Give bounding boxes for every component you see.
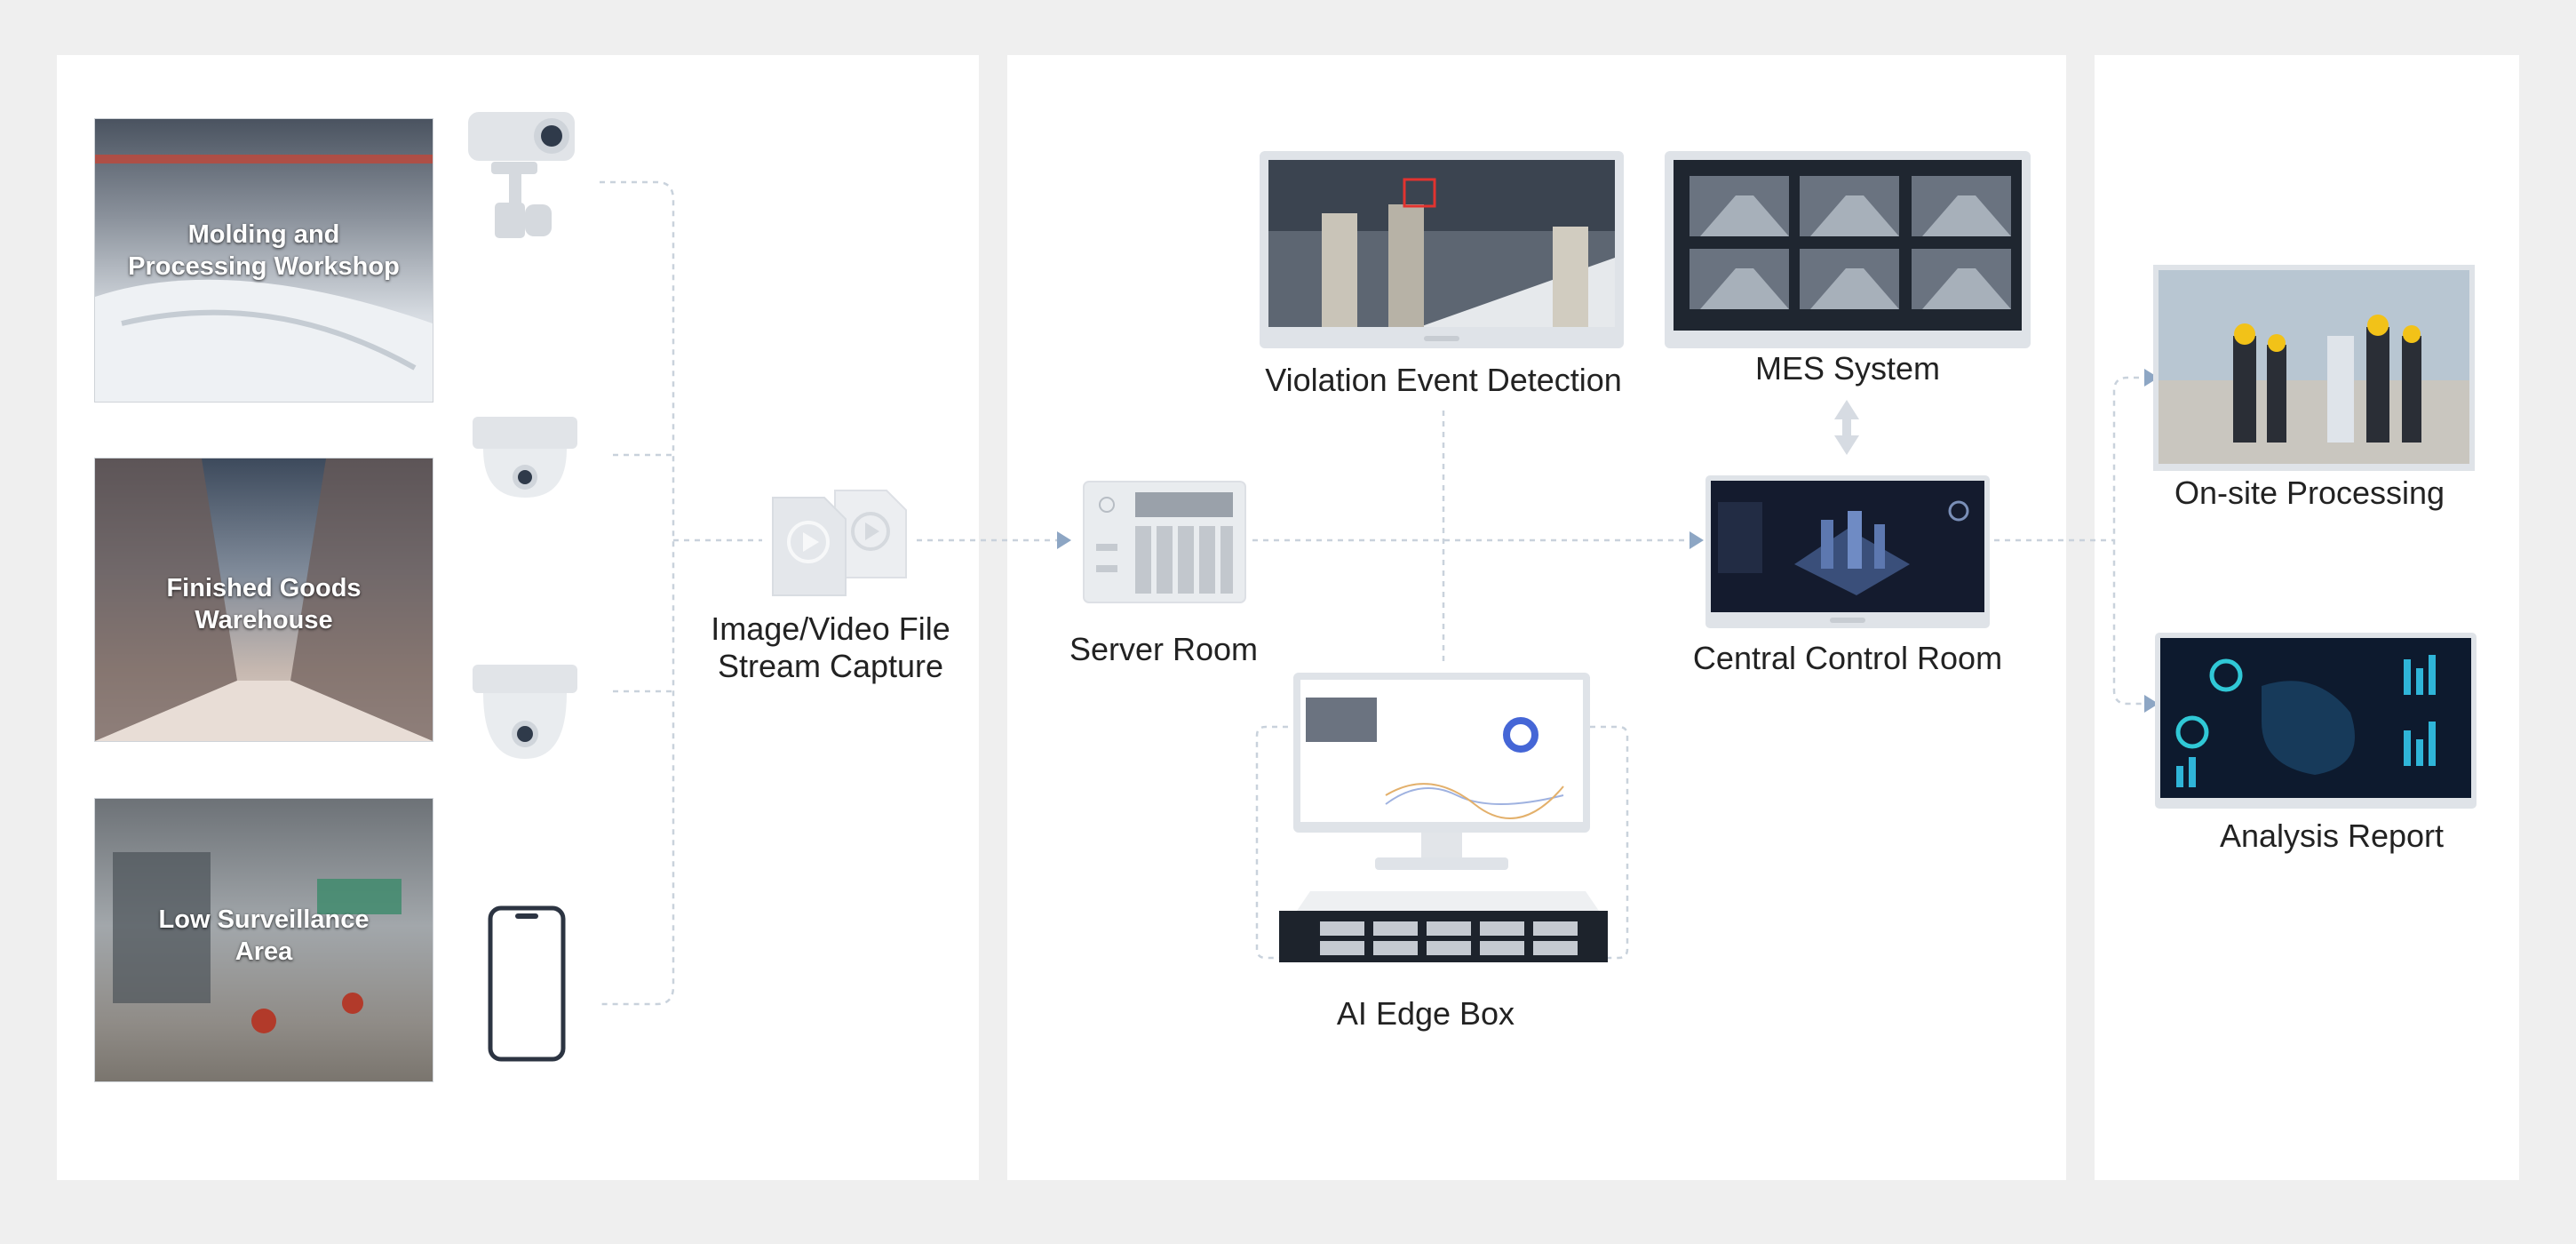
analysis-report-monitor	[2155, 633, 2477, 809]
source-label: Molding and Processing Workshop	[128, 220, 400, 281]
source-label: Low Surveillance Area	[158, 905, 370, 966]
ai-edge-box	[1279, 673, 1608, 962]
violation-label: Violation Event Detection	[1265, 362, 1622, 398]
capture-label: Image/Video File Stream Capture	[711, 610, 950, 684]
dome-camera-icon	[473, 417, 577, 498]
smartphone-icon	[488, 905, 566, 1062]
photo-low-surveillance-area: Low Surveillance Area	[94, 798, 433, 1082]
photo-finished-goods-warehouse: Finished Goods Warehouse	[94, 458, 433, 742]
onsite-processing-photo	[2153, 265, 2475, 471]
video-file-icon	[772, 490, 907, 596]
panel-outputs	[2095, 55, 2519, 1180]
onsite-processing-label: On-site Processing	[2174, 474, 2445, 511]
photo-molding-workshop: Molding and Processing Workshop	[94, 118, 433, 403]
mes-monitor	[1665, 151, 2031, 348]
server-room-label: Server Room	[1069, 631, 1259, 667]
source-label: Finished Goods Warehouse	[166, 574, 362, 634]
bullet-camera-icon	[468, 112, 575, 238]
violation-monitor	[1260, 151, 1624, 348]
analysis-report-label: Analysis Report	[2219, 817, 2445, 854]
central-control-label: Central Control Room	[1692, 640, 2003, 676]
dome-camera-icon	[473, 665, 577, 759]
ai-edge-box-label: AI Edge Box	[1336, 995, 1515, 1032]
mes-system-label: MES System	[1754, 350, 1941, 387]
server-icon	[1083, 481, 1246, 603]
central-control-monitor	[1705, 475, 1990, 628]
